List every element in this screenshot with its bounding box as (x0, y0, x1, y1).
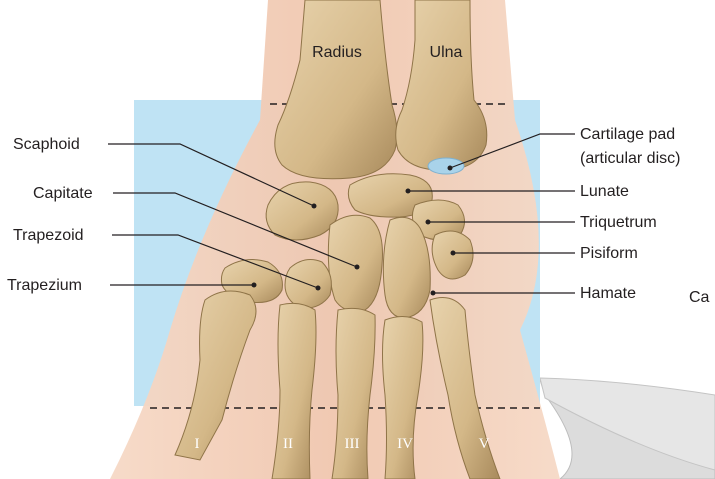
metacarpal-5-label: V (479, 436, 490, 452)
metacarpal-3-label: III (345, 436, 360, 452)
ulna-label: Ulna (430, 44, 463, 61)
cut-off-label: Ca (689, 289, 710, 306)
pisiform-leader-dot (451, 251, 456, 256)
pisiform-label: Pisiform (580, 245, 638, 262)
lunate-label: Lunate (580, 183, 629, 200)
trapezium-label: Trapezium (7, 277, 82, 294)
metacarpal-2-label: II (283, 436, 293, 452)
trapezoid-label: Trapezoid (13, 227, 84, 244)
trapezium-leader-dot (252, 283, 257, 288)
triquetrum-leader-dot (426, 220, 431, 225)
hamate-label: Hamate (580, 285, 636, 302)
cartilage-pad-label: Cartilage pad (580, 126, 675, 143)
capitate-leader-dot (355, 265, 360, 270)
radius-label: Radius (312, 44, 362, 61)
scaphoid-leader-dot (312, 204, 317, 209)
metacarpal-4-label: IV (397, 436, 413, 452)
lunate-leader-dot (406, 189, 411, 194)
scaphoid-label: Scaphoid (13, 136, 80, 153)
cartilage-pad-leader-dot (448, 166, 453, 171)
articular-disc-label: (articular disc) (580, 150, 680, 167)
hamate-leader-dot (431, 291, 436, 296)
trapezoid-leader-dot (316, 286, 321, 291)
capitate-label: Capitate (33, 185, 93, 202)
metacarpal-1-label: I (195, 436, 200, 452)
triquetrum-label: Triquetrum (580, 214, 657, 231)
capitate-bone (328, 215, 382, 311)
cartilage-pad (428, 158, 464, 174)
